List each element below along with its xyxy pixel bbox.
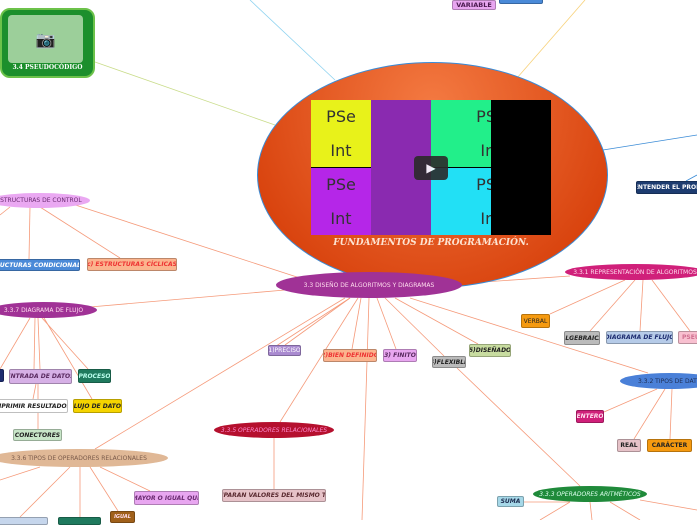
node-diseno-algoritmos[interactable]: 3.3 DISEÑO DE ALGORITMOS Y DIAGRAMAS bbox=[276, 272, 462, 298]
node-conectores[interactable]: CONECTORES bbox=[13, 429, 62, 441]
node-imprimir-resultados[interactable]: IMPRIMIR RESULTADOS bbox=[0, 399, 68, 413]
video-text: PSe bbox=[326, 107, 356, 127]
node-real[interactable]: REAL bbox=[617, 439, 641, 452]
play-icon[interactable]: ▶ bbox=[414, 156, 448, 180]
node-tipos-datos[interactable]: 3.3.2 TIPOS DE DATOS bbox=[620, 373, 697, 389]
video-text: Int bbox=[330, 140, 352, 160]
node-bien-definido[interactable]: 2)BIEN DEFINIDO bbox=[323, 349, 377, 362]
node-proceso[interactable]: PROCESO bbox=[78, 369, 111, 383]
node-blue-top[interactable] bbox=[499, 0, 543, 4]
video-text: PSe bbox=[326, 175, 356, 195]
node-estructuras-condicionales[interactable]: ESTRUCTURAS CONDICIONALES bbox=[0, 259, 80, 271]
node-flexible[interactable]: 4)FLEXIBLE bbox=[432, 356, 466, 368]
video-text: Int bbox=[330, 208, 352, 228]
node-entrada-datos[interactable]: ENTRADA DE DATOS bbox=[9, 369, 72, 384]
node-finito[interactable]: 3) FINITO bbox=[383, 349, 417, 362]
node-variable[interactable]: VARIABLE bbox=[452, 0, 496, 10]
node-operadores-relacionales[interactable]: 3.3.5 OPERADORES RELACIONALES bbox=[214, 422, 334, 438]
node-flujo-datos[interactable]: FLUJO DE DATOS bbox=[73, 399, 122, 413]
node-preciso[interactable]: 1)PRECISO bbox=[268, 345, 301, 356]
node-caracter[interactable]: CARÁCTER bbox=[647, 439, 692, 452]
node-disenado[interactable]: 5)DISEÑADO bbox=[469, 344, 511, 357]
node-comparan-valores[interactable]: COMPARAN VALORES DEL MISMO TIPO. bbox=[222, 489, 326, 502]
node-entender-problema[interactable]: 1.- ENTENDER EL PROBLEMA bbox=[636, 181, 697, 194]
node-operadores-aritmeticos[interactable]: 3.3.3 OPERADORES ARITMÉTICOS bbox=[533, 486, 647, 502]
node-bottom-2[interactable] bbox=[58, 517, 101, 525]
node-mayor-igual[interactable]: MAYOR O IGUAL QUE bbox=[134, 491, 199, 505]
node-label: 3.4 PSEUDOCÓDIGO bbox=[12, 64, 83, 71]
node-tipos-operadores-relacionales[interactable]: 3.3.6 TIPOS DE OPERADORES RELACIONALES bbox=[0, 449, 168, 467]
node-diagrama-flujo[interactable]: 3.3.7 DIAGRAMA DE FLUJO bbox=[0, 302, 97, 318]
camera-icon: 📷 bbox=[8, 15, 83, 63]
node-verbal[interactable]: VERBAL bbox=[521, 314, 550, 328]
node-diagrama-flujo-rep[interactable]: DIAGRAMA DE FLUJO bbox=[606, 331, 673, 344]
node-suma[interactable]: SUMA bbox=[497, 496, 524, 507]
node-igual[interactable]: IGUAL bbox=[110, 511, 135, 523]
node-estructuras-control[interactable]: ESTRUCTURAS DE CONTROL bbox=[0, 193, 90, 208]
central-title: FUNDAMENTOS DE PROGRAMACIÓN. bbox=[333, 238, 529, 248]
node-pseudocodigo-rep[interactable]: PSEUDOCÓDIGO bbox=[678, 331, 697, 344]
node-bottom-1[interactable] bbox=[0, 517, 48, 525]
node-estructuras-ciclicas[interactable]: c) ESTRUCTURAS CÍCLICAS bbox=[87, 258, 177, 271]
node-algebraica[interactable]: ALGEBRAICA bbox=[564, 331, 600, 345]
node-entero[interactable]: ENTERO bbox=[576, 410, 604, 423]
pseudocodigo-image-node[interactable]: 📷 3.4 PSEUDOCÓDIGO bbox=[0, 8, 95, 78]
node-representacion-algoritmos[interactable]: 3.3.1 REPRESENTACIÓN DE ALGORITMOS bbox=[565, 264, 697, 280]
node-dark-blue[interactable] bbox=[0, 369, 4, 382]
